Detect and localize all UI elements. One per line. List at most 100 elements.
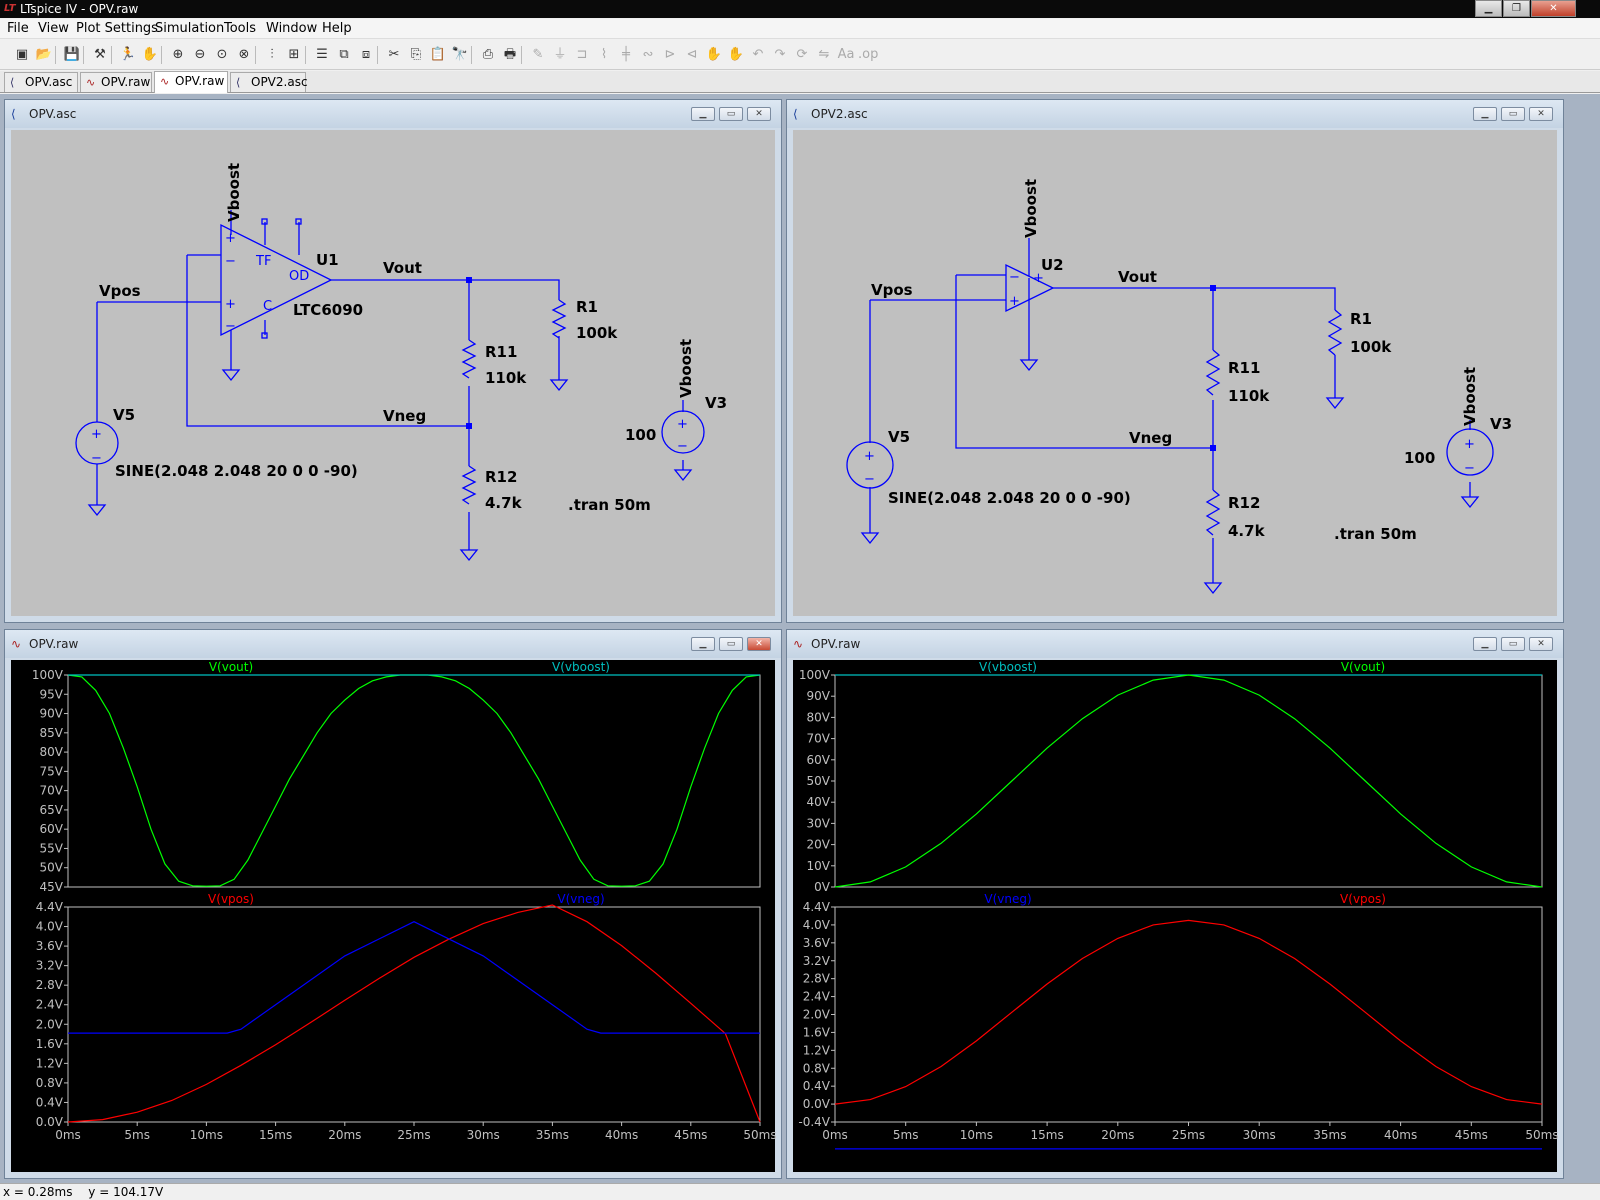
print-icon[interactable]: 🖶 [503, 47, 517, 62]
restore-icon[interactable]: ▭ [1501, 107, 1525, 121]
tab-label: OPV.asc [25, 75, 73, 89]
cut-icon[interactable]: ✂ [388, 47, 400, 62]
window-title: OPV.asc [29, 107, 77, 121]
close-icon[interactable]: ✕ [747, 637, 771, 651]
cascade-icon[interactable]: ⧉ [339, 47, 349, 62]
close-icon[interactable]: ✕ [1529, 107, 1553, 121]
trace-label[interactable]: V(vpos) [1340, 892, 1386, 906]
schematic-canvas[interactable]: Vboost U1 LTC6090 Vout Vpos R1 100k R11 … [11, 130, 775, 616]
label-icon[interactable]: ⊐ [576, 47, 588, 62]
resistor-icon[interactable]: ⌇ [600, 47, 608, 62]
mirror-icon[interactable]: ⇋ [818, 47, 830, 62]
menu-help[interactable]: Help [322, 21, 352, 36]
window-titlebar[interactable]: ∿OPV.raw ▁▭✕ [5, 630, 781, 658]
trace-label[interactable]: V(vneg) [557, 892, 604, 906]
minimize-icon[interactable]: ▁ [1475, 0, 1502, 17]
trace-label[interactable]: V(vout) [209, 660, 253, 674]
schematic-window-opv[interactable]: ⟨OPV.asc ▁▭✕ [4, 99, 782, 623]
source-minus: − [864, 472, 875, 487]
x-tick-label: 15ms [259, 1128, 292, 1142]
zoom-fit-icon[interactable]: ⊙ [216, 47, 228, 62]
menu-tools[interactable]: Tools [224, 21, 257, 36]
halt-icon[interactable]: ✋ [141, 47, 159, 62]
schematic-icon: ⟨ [236, 76, 241, 89]
trace-label[interactable]: V(vboost) [979, 660, 1037, 674]
tab-opv2-asc[interactable]: ⟨OPV2.asc [230, 72, 308, 92]
drag-icon[interactable]: ✋ [727, 47, 745, 62]
trace-label[interactable]: V(vboost) [552, 660, 610, 674]
close-icon[interactable]: ✕ [1531, 0, 1576, 17]
y-tick-label: 3.2V [36, 959, 64, 973]
close-icon[interactable]: ✕ [747, 107, 771, 121]
tab-opv-raw[interactable]: ∿OPV.raw [80, 72, 152, 92]
y-tick-label: 2.8V [803, 972, 831, 986]
window-titlebar[interactable]: ⟨OPV2.asc ▁▭✕ [787, 100, 1563, 128]
tab-opv-asc[interactable]: ⟨OPV.asc [4, 72, 78, 92]
close-icon[interactable]: ✕ [1529, 637, 1553, 651]
v5-label: V5 [888, 428, 910, 446]
trace-label[interactable]: V(vneg) [984, 892, 1031, 906]
text-icon[interactable]: Aa [837, 47, 855, 62]
capacitor-icon[interactable]: ╪ [622, 47, 630, 62]
find-icon[interactable]: 🔭 [451, 47, 469, 62]
run-icon[interactable]: 🏃 [119, 47, 137, 62]
x-tick-label: 10ms [960, 1128, 993, 1142]
restore-icon[interactable]: ▭ [719, 107, 743, 121]
y-tick-label: 75V [40, 764, 64, 778]
window-titlebar[interactable]: ⟨OPV.asc ▁▭✕ [5, 100, 781, 128]
schematic-canvas[interactable]: Vboost U2 Vout Vpos R1 100k R11 110k Vne… [793, 130, 1557, 616]
restore-icon[interactable]: ❐ [1503, 0, 1530, 17]
ground-icon[interactable]: ⏚ [553, 47, 567, 62]
menu-window[interactable]: Window [266, 21, 318, 36]
redo-icon[interactable]: ↷ [774, 47, 786, 62]
component-icon[interactable]: ⊲ [686, 47, 698, 62]
undo-icon[interactable]: ↶ [752, 47, 764, 62]
autorange-icon[interactable]: ⫶ [270, 47, 274, 62]
x-tick-label: 40ms [1384, 1128, 1417, 1142]
restore-icon[interactable]: ▭ [1501, 637, 1525, 651]
waveform-plot[interactable]: 0V10V20V30V40V50V60V70V80V90V100VV(vboos… [793, 660, 1559, 1174]
tile-vertical-icon[interactable]: ⧈ [361, 47, 371, 62]
print-preview-icon[interactable]: ⎙ [482, 47, 494, 62]
rotate-icon[interactable]: ⟳ [796, 47, 808, 62]
y-tick-label: 3.6V [36, 939, 64, 953]
menu-view[interactable]: View [38, 21, 69, 36]
window-titlebar[interactable]: ∿OPV.raw ▁▭✕ [787, 630, 1563, 658]
move-icon[interactable]: ✋ [705, 47, 723, 62]
restore-icon[interactable]: ▭ [719, 637, 743, 651]
minimize-icon[interactable]: ▁ [691, 637, 715, 651]
copy-icon[interactable]: ⎘ [410, 47, 422, 62]
tile-horizontal-icon[interactable]: ☰ [316, 47, 328, 62]
minimize-icon[interactable]: ▁ [1473, 637, 1497, 651]
zoom-out-icon[interactable]: ⊖ [194, 47, 206, 62]
diode-icon[interactable]: ⊳ [664, 47, 676, 62]
waveform-plot[interactable]: 45V50V55V60V65V70V75V80V85V90V95V100VV(v… [11, 660, 777, 1174]
schematic-window-opv2[interactable]: ⟨OPV2.asc ▁▭✕ [786, 99, 1564, 623]
minimize-icon[interactable]: ▁ [691, 107, 715, 121]
save-icon[interactable]: 💾 [63, 47, 81, 62]
menu-simulation[interactable]: Simulation [155, 21, 225, 36]
inductor-icon[interactable]: ∾ [642, 47, 654, 62]
control-panel-icon[interactable]: ⚒ [94, 47, 106, 62]
wire-icon[interactable]: ✎ [532, 47, 544, 62]
window-title: OPV.raw [29, 637, 79, 651]
menu-plot-settings[interactable]: Plot Settings [76, 21, 158, 36]
trace-label[interactable]: V(vout) [1341, 660, 1385, 674]
open-icon[interactable]: 📂 [35, 47, 53, 62]
tab-opv-raw-active[interactable]: ∿OPV.raw [154, 71, 228, 93]
new-schematic-icon[interactable]: ▣ [15, 47, 29, 62]
paste-icon[interactable]: 📋 [429, 47, 447, 62]
y-tick-label: 40V [807, 795, 831, 809]
spice-directive-icon[interactable]: .op [858, 47, 879, 62]
grid-icon[interactable]: ⊞ [288, 47, 300, 62]
menu-file[interactable]: File [7, 21, 29, 36]
zoom-in-icon[interactable]: ⊕ [172, 47, 184, 62]
minimize-icon[interactable]: ▁ [1473, 107, 1497, 121]
trace-label[interactable]: V(vpos) [208, 892, 254, 906]
zoom-cancel-icon[interactable]: ⊗ [238, 47, 250, 62]
r11-value: 110k [485, 369, 527, 387]
